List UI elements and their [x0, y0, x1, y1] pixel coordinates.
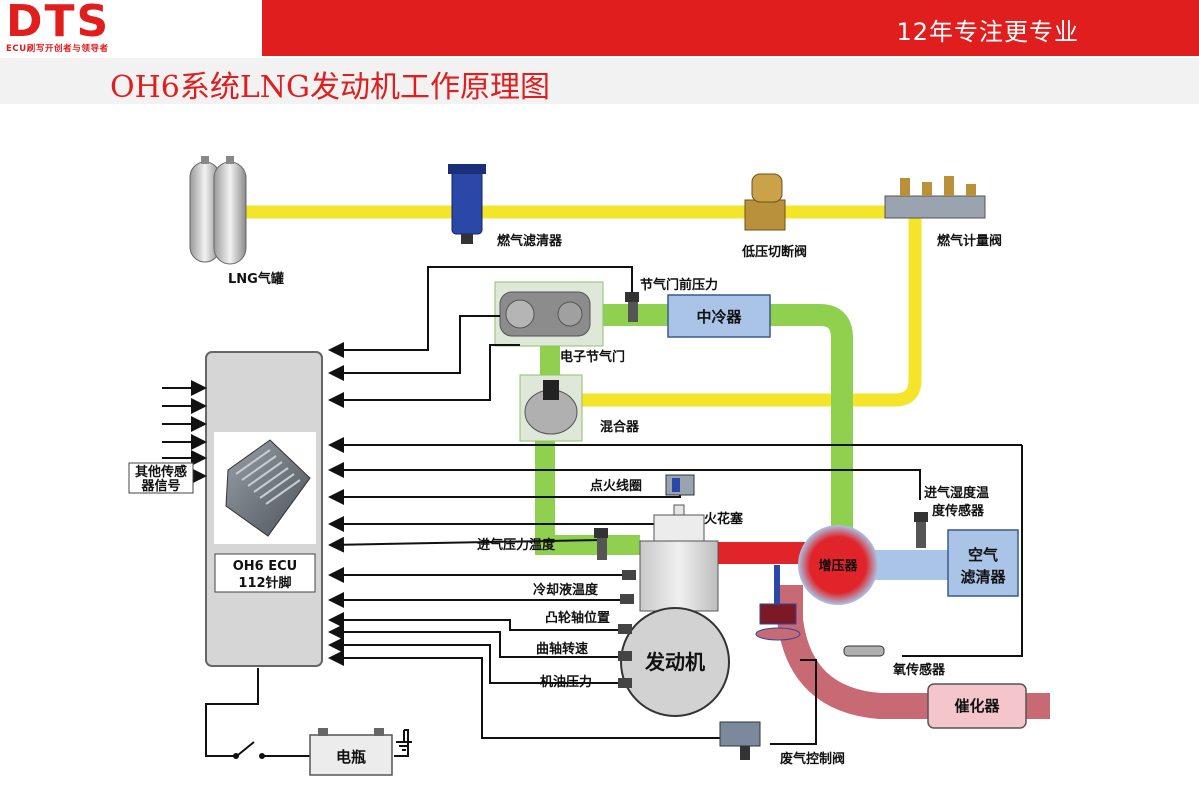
lng-tank[interactable]: LNG气罐 — [189, 156, 284, 287]
low-pressure-valve-label: 低压切断阀 — [741, 244, 807, 260]
slogan: 12年专注更专业 — [896, 18, 1079, 46]
wastegate-actuator — [755, 565, 801, 641]
air-filter-label-1: 空气 — [968, 546, 998, 564]
oxygen-sensor[interactable]: 氧传感器 — [843, 645, 946, 678]
crank-speed-label: 曲轴转速 — [536, 641, 588, 657]
mixer[interactable]: 混合器 — [519, 374, 640, 442]
intake-line — [535, 304, 853, 555]
ignition-coil-label: 点火线圈 — [590, 478, 642, 494]
intercooler[interactable]: 中冷器 — [667, 294, 771, 338]
other-sensor-arrows: 其他传感 器信号 — [128, 380, 207, 494]
other-sensors-label-1: 其他传感 — [135, 464, 187, 480]
throttle-pressure-sensor[interactable]: 节气门前压力 — [625, 277, 718, 322]
air-filter[interactable]: 空气 滤清器 — [947, 529, 1019, 597]
title-strip — [0, 58, 1199, 104]
spark-plug-label: 火花塞 — [704, 511, 744, 527]
intercooler-label: 中冷器 — [696, 308, 742, 326]
dts-logo[interactable]: DTS ECU刷写开创者与领导者 — [2, 0, 142, 56]
battery-switch — [233, 741, 265, 759]
ignition-coil[interactable]: 点火线圈 — [590, 474, 695, 496]
battery[interactable]: 电瓶 — [309, 728, 412, 776]
catalyst[interactable]: 催化器 — [927, 683, 1027, 729]
intake-pressure-label: 进气压力温度 — [477, 537, 556, 553]
other-sensors-label-2: 器信号 — [140, 478, 180, 494]
ecu-unit[interactable]: OH6 ECU 112针脚 — [205, 351, 323, 667]
mixer-label: 混合器 — [600, 419, 640, 435]
battery-label: 电瓶 — [336, 748, 366, 766]
page-title: OH6系统LNG发动机工作原理图 — [110, 70, 550, 105]
humidity-sensor-label-1: 进气湿度温 — [924, 485, 989, 501]
catalyst-label: 催化器 — [954, 697, 1000, 715]
engine-diagram: LNG气罐 燃气滤清器 低压切断阀 燃气计量阀 电子节气门 节气门前压力 — [128, 156, 1050, 776]
gas-metering-valve[interactable]: 燃气计量阀 — [884, 176, 1002, 249]
wastegate-valve-label: 废气控制阀 — [780, 751, 845, 767]
fuel-filter[interactable]: 燃气滤清器 — [448, 164, 563, 249]
wastegate-valve[interactable]: 废气控制阀 — [719, 721, 845, 767]
header-bar: 12年专注更专业 — [262, 0, 1199, 56]
fuel-filter-label: 燃气滤清器 — [497, 233, 563, 249]
low-pressure-valve[interactable]: 低压切断阀 — [741, 173, 807, 260]
ecu-label-2: 112针脚 — [238, 575, 291, 591]
lng-tank-label: LNG气罐 — [228, 271, 284, 287]
signal-wires — [205, 266, 1023, 757]
air-filter-label-2: 滤清器 — [960, 568, 1006, 586]
cam-position-label: 凸轮轴位置 — [545, 610, 610, 626]
turbocharger[interactable]: 增压器 — [798, 525, 878, 605]
throttle-pressure-label: 节气门前压力 — [640, 277, 718, 293]
electronic-throttle[interactable]: 电子节气门 — [494, 281, 625, 365]
intake-pressure-sensor[interactable]: 进气压力温度 — [477, 528, 608, 560]
ecu-label-1: OH6 ECU — [233, 559, 297, 574]
turbocharger-label: 增压器 — [818, 558, 858, 574]
oxygen-sensor-label: 氧传感器 — [892, 662, 946, 678]
oil-pressure-label: 机油压力 — [540, 674, 592, 690]
logo-text: DTS — [6, 0, 111, 47]
engine[interactable]: 发动机 — [618, 514, 730, 717]
intake-humidity-sensor[interactable]: 进气湿度温 度传感器 — [914, 485, 989, 548]
electronic-throttle-label: 电子节气门 — [560, 349, 625, 365]
header: DTS ECU刷写开创者与领导者 12年专注更专业 — [0, 0, 1199, 56]
gas-metering-valve-label: 燃气计量阀 — [937, 233, 1002, 249]
humidity-sensor-label-2: 度传感器 — [932, 503, 985, 519]
engine-label: 发动机 — [644, 650, 705, 674]
coolant-temp-label: 冷却液温度 — [533, 582, 599, 598]
logo-subtitle: ECU刷写开创者与领导者 — [6, 44, 109, 54]
